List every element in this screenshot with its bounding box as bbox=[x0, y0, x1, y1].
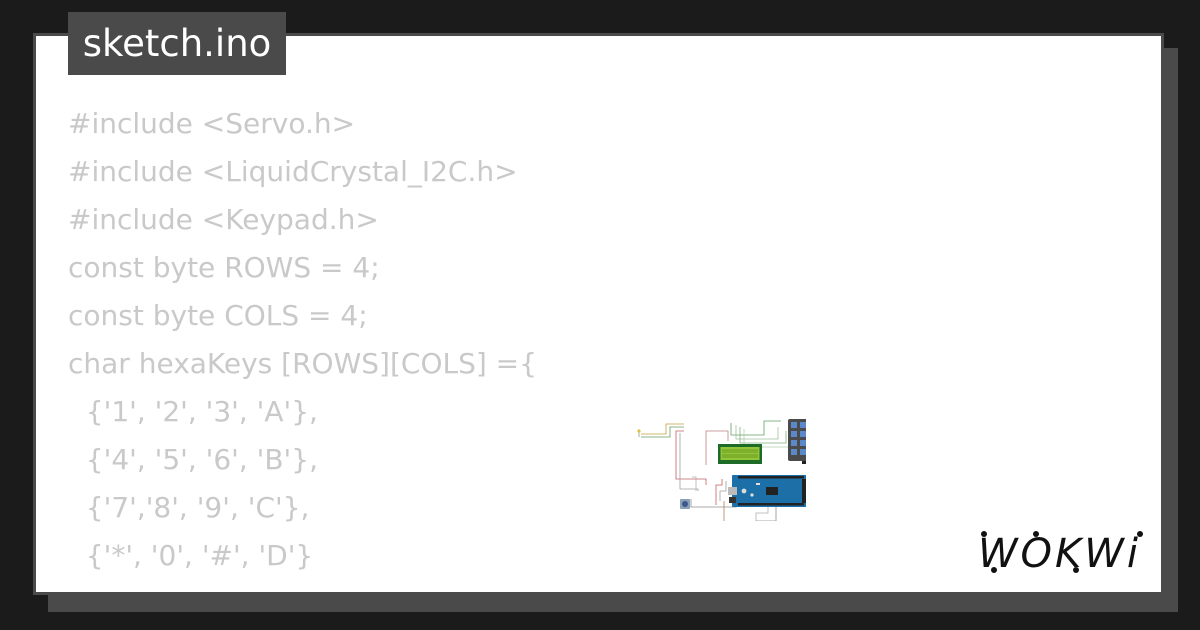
wokwi-logo-text: WOKWi bbox=[978, 531, 1141, 574]
wires bbox=[641, 420, 806, 521]
code-line: char hexaKeys [ROWS][COLS] ={ bbox=[68, 347, 537, 380]
circuit-diagram bbox=[637, 419, 806, 521]
keypad bbox=[788, 419, 806, 464]
code-line: {'7','8', '9', 'C'}, bbox=[68, 491, 310, 524]
wokwi-logo: WOKWi bbox=[978, 531, 1143, 574]
arduino-mega bbox=[728, 475, 806, 507]
code-line: #include <LiquidCrystal_I2C.h> bbox=[68, 155, 518, 188]
led bbox=[637, 429, 641, 437]
lcd-display bbox=[718, 444, 762, 464]
code-line: {'*', '0', '#', 'D'} bbox=[68, 539, 314, 572]
code-line: {'1', '2', '3', 'A'}, bbox=[68, 395, 318, 428]
code-line: {'4', '5', '6', 'B'}, bbox=[68, 443, 318, 476]
code-line: const byte COLS = 4; bbox=[68, 299, 368, 332]
preview-card: #include <Servo.h> #include <LiquidCryst… bbox=[33, 33, 1164, 595]
file-name-tab: sketch.ino bbox=[68, 12, 286, 75]
logo-node-dots bbox=[981, 531, 1143, 573]
pushbutton bbox=[680, 499, 690, 509]
code-line: const byte ROWS = 4; bbox=[68, 251, 380, 284]
code-line: #include <Keypad.h> bbox=[68, 203, 379, 236]
code-preview: #include <Servo.h> #include <LiquidCryst… bbox=[68, 100, 537, 592]
code-line: }; bbox=[68, 580, 537, 592]
code-line: #include <Servo.h> bbox=[68, 107, 356, 140]
